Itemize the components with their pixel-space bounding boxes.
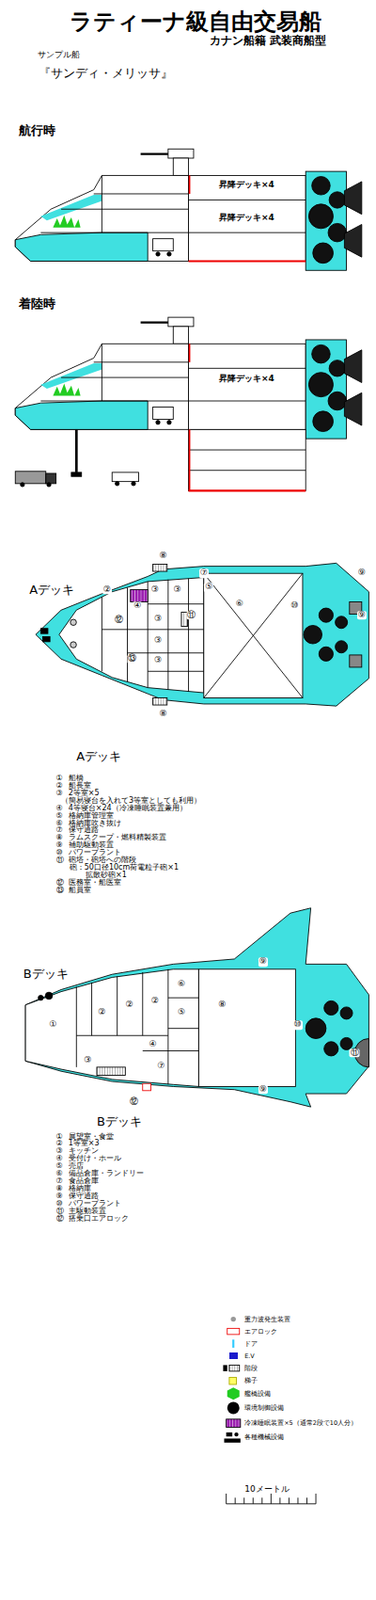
callout-number: ① [47, 1019, 58, 1029]
subtitle: カナン船籍 武装商船型 [209, 34, 327, 47]
list-text: 船員室 [68, 885, 92, 893]
callout-number: ⑧ [217, 999, 227, 1008]
callout-number: ② [96, 1007, 107, 1017]
legend-text: エアロック [244, 1326, 278, 1333]
view-heading: 着陸時 [18, 297, 56, 311]
legend-text: ドア [244, 1338, 258, 1346]
legend-text: 階段 [244, 1363, 258, 1370]
callout-number: ⑩ [289, 600, 299, 610]
scale-tick [288, 1495, 290, 1503]
note: サンプル船 [37, 50, 80, 60]
deck-label: 昇降デッキ×4 [218, 375, 276, 384]
callout-number: ⑨ [258, 955, 268, 965]
callout-number: ⑩ [292, 1019, 302, 1029]
scale-tick [261, 1495, 263, 1503]
callout-number: ⑤ [203, 582, 214, 592]
view-heading: 航行時 [18, 124, 56, 138]
legend-text: 冷凍睡眠装置×5（通常2段で10人分） [244, 1418, 358, 1426]
callout-number: ② [125, 999, 135, 1008]
scale-tick [235, 1495, 236, 1503]
list-number: ⑫ [56, 1212, 64, 1221]
callout-number: ③ [153, 635, 163, 644]
scale-tick [270, 1491, 272, 1503]
scale-tick [252, 1495, 254, 1503]
legend-symbols [222, 1315, 240, 1442]
deck-heading: Bデッキ [22, 966, 70, 980]
callout-number: ② [102, 584, 112, 594]
deck-label: 昇降デッキ×4 [218, 213, 276, 222]
callout-number: ③ [172, 584, 183, 594]
scale-tick [279, 1495, 281, 1503]
b-deck-plan [25, 907, 369, 1106]
callout-number: ⑦ [156, 1060, 166, 1069]
legend-text: 重力波発生装置 [244, 1314, 291, 1321]
callout-number: ③ [153, 656, 163, 665]
scale-tick [297, 1495, 298, 1503]
ship-name: 『サンディ・メリッサ』 [38, 66, 173, 80]
section-heading: Aデッキ [76, 749, 122, 763]
callout-number: ④ [132, 600, 142, 610]
callout-number: ⑧ [157, 708, 168, 718]
section-heading: Bデッキ [96, 1114, 142, 1128]
scale-bar [226, 1491, 316, 1503]
callout-number: ⑪ [349, 1047, 361, 1056]
legend-text: 梯子 [244, 1375, 258, 1382]
callout-number: ⑦ [199, 567, 209, 577]
callout-number: ⑨ [357, 567, 367, 577]
legend-text: 環境制御設備 [244, 1403, 284, 1410]
scale-tick [225, 1491, 227, 1503]
callout-number: ⑨ [357, 610, 367, 619]
callout-number: ⑥ [235, 598, 245, 608]
deck-heading: Aデッキ [28, 582, 76, 596]
scale-tick [306, 1495, 308, 1503]
legend-text: E.V [244, 1350, 255, 1358]
callout-number: ⑫ [128, 1096, 140, 1105]
list-number: ⑪ [56, 855, 64, 863]
callout-number: ③ [82, 1055, 93, 1065]
list-text: 搭乗口エアロック [68, 1212, 129, 1221]
legend-swatch [229, 1350, 238, 1359]
legend-text: 各種機械設備 [244, 1432, 284, 1440]
scale-label: 10メートル [244, 1483, 289, 1492]
callout-number: ⑥ [176, 978, 187, 987]
title: ラティーナ級自由交易船 [69, 10, 322, 34]
scale-tick [315, 1491, 317, 1503]
legend-text: 艦橋設備 [244, 1388, 271, 1395]
callout-number: ⑤ [176, 1007, 187, 1017]
callout-number: ④ [148, 1038, 158, 1048]
callout-number: ③ [150, 584, 160, 594]
callout-number: ⑫ [113, 614, 125, 624]
callout-number: ② [150, 996, 160, 1005]
deck-label: 昇降デッキ×4 [218, 181, 276, 190]
callout-number: ⑬ [126, 654, 138, 663]
scale-tick [243, 1495, 245, 1503]
callout-number: ⑧ [157, 550, 168, 560]
a-deck-plan [35, 562, 369, 705]
callout-number: ③ [153, 613, 163, 623]
side-view [15, 148, 362, 270]
list-number: ⑬ [56, 885, 64, 893]
callout-number: ⑪ [186, 610, 197, 619]
callout-number: ⑨ [258, 1083, 268, 1093]
